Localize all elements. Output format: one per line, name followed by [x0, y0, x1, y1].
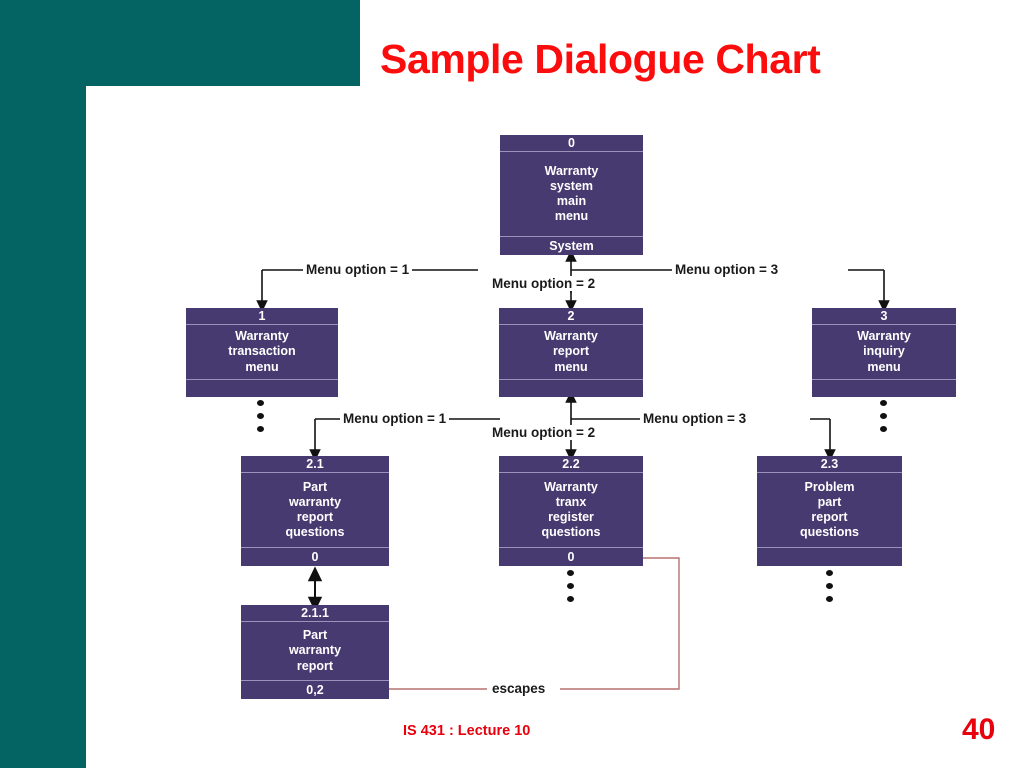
node-3-id: 3	[812, 308, 956, 325]
node-0[interactable]: 0 Warranty system main menu System	[500, 135, 643, 255]
node-2-2-id: 2.2	[499, 456, 643, 473]
node-2-3-footer	[757, 547, 902, 565]
ellipsis-under-node-3	[880, 400, 889, 439]
node-2-1[interactable]: 2.1 Part warranty report questions 0	[241, 456, 389, 566]
ellipsis-under-node-2-3	[826, 570, 835, 609]
node-2-2-footer: 0	[499, 547, 643, 565]
node-2-3[interactable]: 2.3 Problem part report questions	[757, 456, 902, 566]
node-2-footer	[499, 379, 643, 397]
node-2-1-body: Part warranty report questions	[285, 479, 345, 540]
node-2-1-1[interactable]: 2.1.1 Part warranty report 0,2	[241, 605, 389, 699]
edge-label-menu-option-1-mid: Menu option = 1	[340, 411, 450, 426]
node-2-1-1-id: 2.1.1	[241, 605, 389, 622]
node-2-body: Warranty report menu	[544, 329, 598, 374]
edge-label-menu-option-3-top: Menu option = 3	[672, 262, 782, 277]
node-2-1-1-footer: 0,2	[241, 680, 389, 698]
node-0-footer: System	[500, 236, 643, 254]
node-3-body: Warranty inquiry menu	[857, 329, 911, 374]
node-2-2-body: Warranty tranx register questions	[541, 479, 601, 540]
node-1[interactable]: 1 Warranty transaction menu	[186, 308, 338, 397]
node-0-id: 0	[500, 135, 643, 152]
node-2[interactable]: 2 Warranty report menu	[499, 308, 643, 397]
node-2-3-body: Problem part report questions	[799, 479, 860, 540]
edge-label-menu-option-2-top: Menu option = 2	[489, 276, 599, 291]
page-title: Sample Dialogue Chart	[380, 36, 821, 82]
node-0-body: Warranty system main menu	[544, 163, 599, 224]
edge-label-menu-option-2-mid: Menu option = 2	[489, 425, 599, 440]
node-3[interactable]: 3 Warranty inquiry menu	[812, 308, 956, 397]
ellipsis-under-node-1	[257, 400, 266, 439]
node-1-footer	[186, 379, 338, 397]
node-1-id: 1	[186, 308, 338, 325]
node-2-1-id: 2.1	[241, 456, 389, 473]
node-1-body: Warranty transaction menu	[228, 329, 296, 374]
node-3-footer	[812, 379, 956, 397]
edge-label-menu-option-1-top: Menu option = 1	[303, 262, 413, 277]
page-number: 40	[962, 713, 996, 746]
node-2-1-footer: 0	[241, 547, 389, 565]
footer-course-label: IS 431 : Lecture 10	[403, 723, 531, 739]
node-2-id: 2	[499, 308, 643, 325]
edge-label-menu-option-3-mid: Menu option = 3	[640, 411, 750, 426]
node-2-2[interactable]: 2.2 Warranty tranx register questions 0	[499, 456, 643, 566]
teal-top-band	[0, 0, 360, 86]
node-2-3-id: 2.3	[757, 456, 902, 473]
node-2-1-1-body: Part warranty report	[288, 628, 342, 673]
edge-label-escapes: escapes	[487, 681, 551, 696]
teal-sidebar-band	[0, 0, 86, 768]
ellipsis-under-node-2-2	[567, 570, 576, 609]
